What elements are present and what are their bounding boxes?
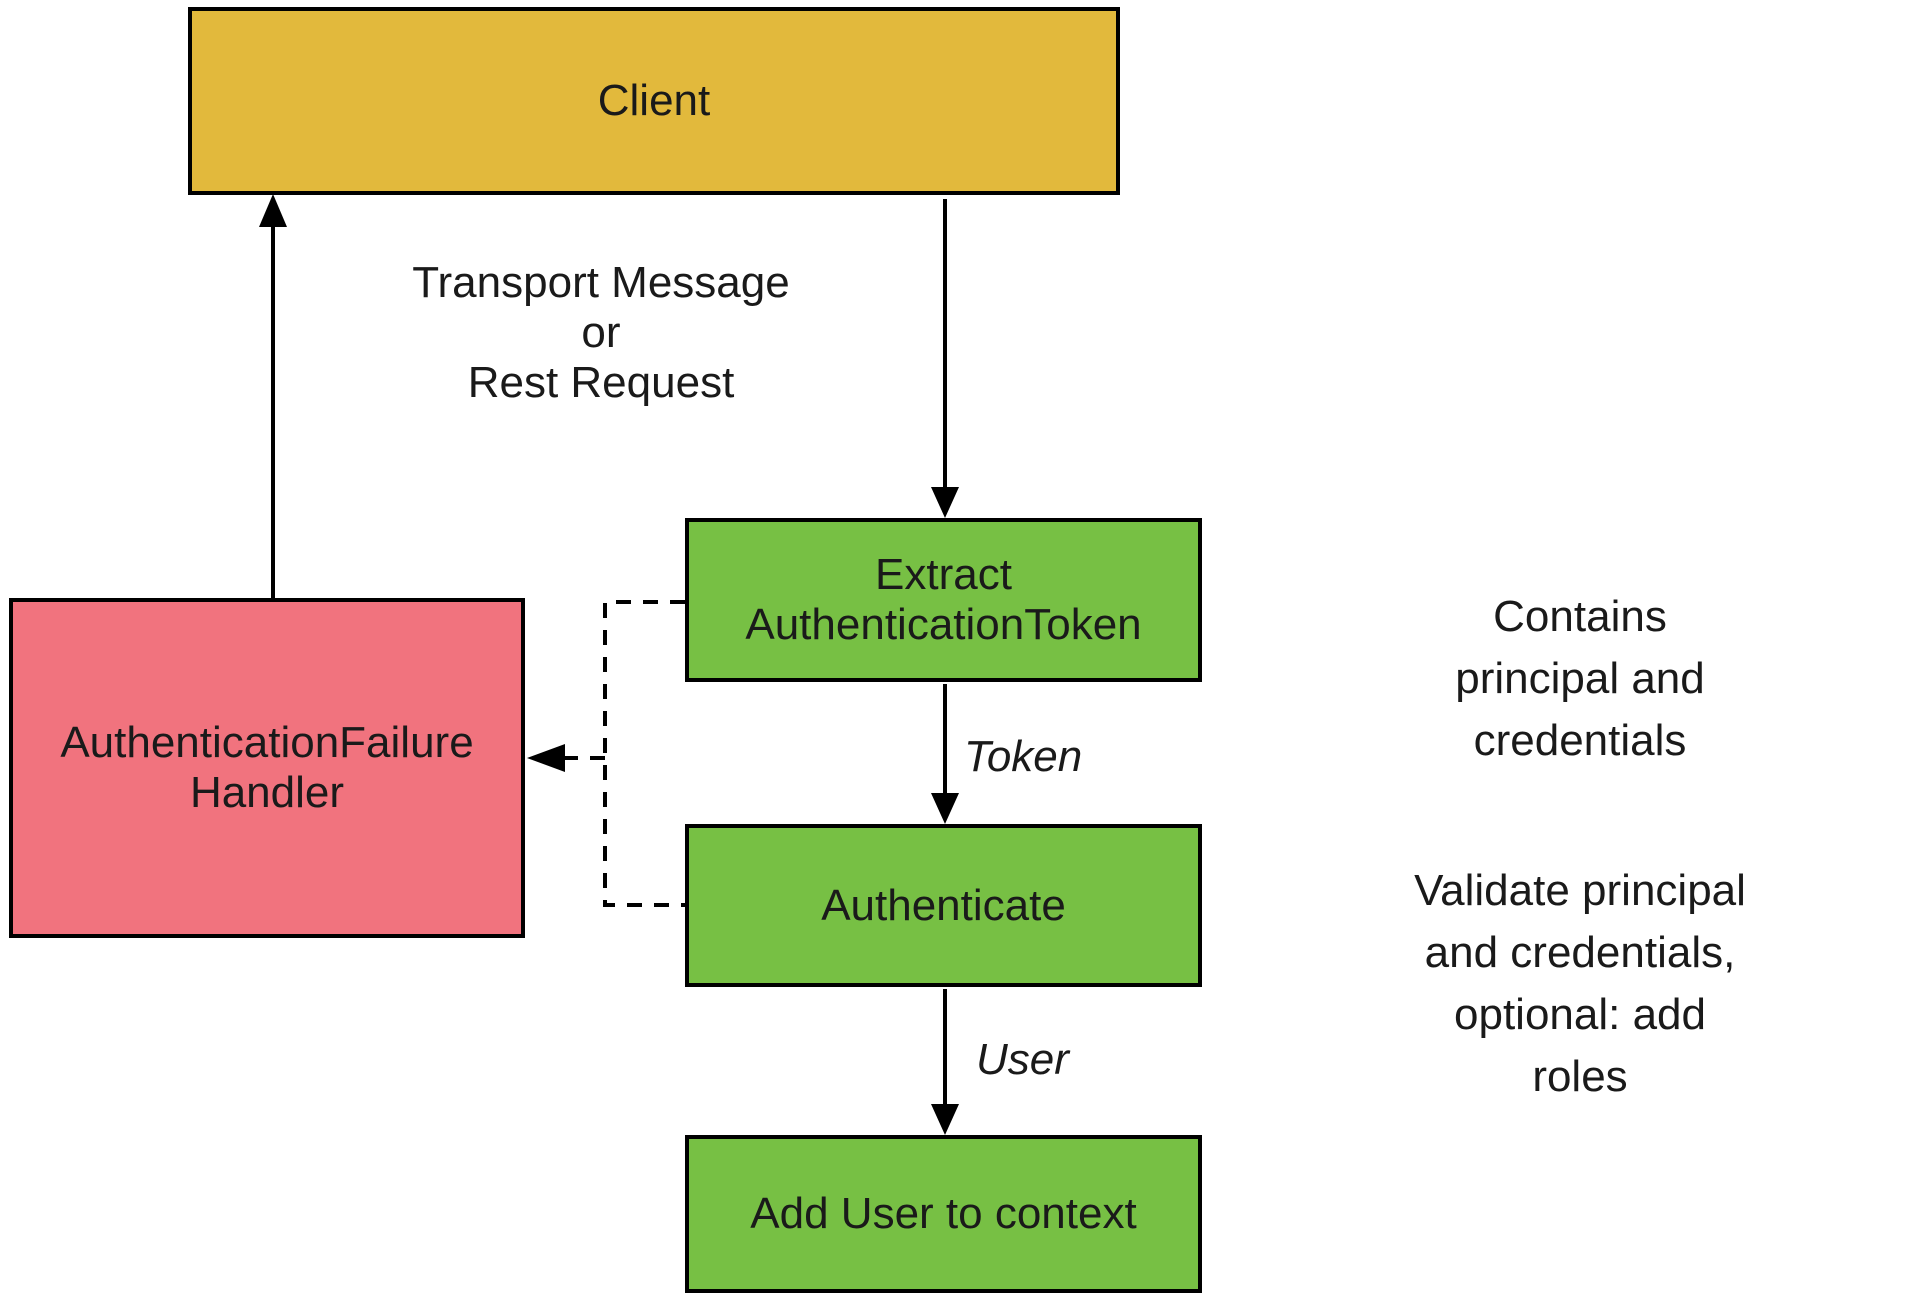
dashed-connector-bracket [603,600,685,907]
node-add-user-to-context-label: Add User to context [750,1189,1137,1238]
node-authentication-failure-handler: AuthenticationFailure Handler [9,598,525,938]
arrow-extract-to-authenticate-head [931,793,959,824]
edge-label-transport-message: Transport Message or Rest Request [412,258,790,407]
node-client: Client [188,7,1120,195]
node-authentication-failure-handler-label: AuthenticationFailure Handler [60,718,474,817]
arrow-failure-to-client-head [259,194,287,227]
node-extract-authentication-token-label: Extract AuthenticationToken [745,550,1142,649]
arrow-authenticate-to-adduser-head [931,1104,959,1135]
annotation-extract-note: Contains principal and credentials [1455,592,1705,765]
node-extract-authentication-token: Extract AuthenticationToken [685,518,1202,682]
node-client-label: Client [597,76,711,125]
edge-label-user: User [976,1035,1069,1084]
edge-label-token: Token [964,732,1083,781]
dashed-arrow-to-failure-head [527,744,565,772]
arrow-client-to-extract-head [931,487,959,518]
node-authenticate: Authenticate [685,824,1202,987]
annotation-authenticate-note: Validate principal and credentials, opti… [1414,866,1746,1101]
node-add-user-to-context: Add User to context [685,1135,1202,1293]
node-authenticate-label: Authenticate [821,880,1066,930]
